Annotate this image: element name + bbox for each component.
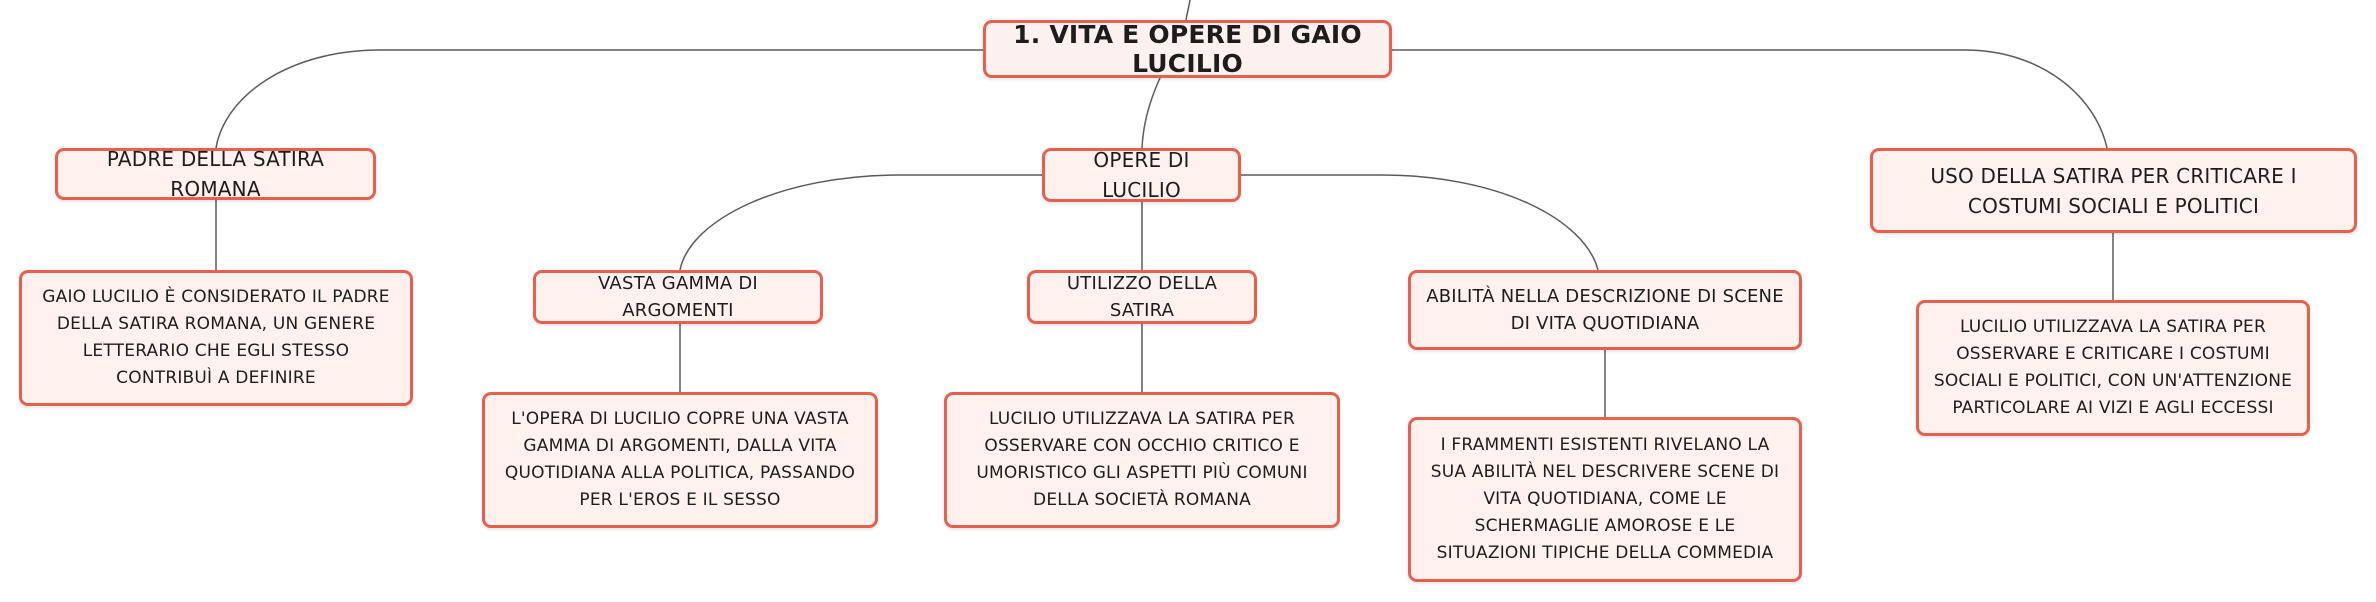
node-abilita-detail-text: I FRAMMENTI ESISTENTI RIVELANO LA SUA AB… xyxy=(1430,435,1780,563)
node-abilita-scene[interactable]: ABILITÀ NELLA DESCRIZIONE DI SCENE DI VI… xyxy=(1408,270,1802,350)
node-vasta-gamma-detail-text: L'OPERA DI LUCILIO COPRE UNA VASTA GAMMA… xyxy=(504,409,856,510)
connector-opere-abilita xyxy=(1241,174,1599,271)
root-node[interactable]: 1. VITA E OPERE DI GAIO LUCILIO xyxy=(983,20,1392,78)
node-abilita-label: ABILITÀ NELLA DESCRIZIONE DI SCENE DI VI… xyxy=(1426,286,1784,334)
connector-top-stub xyxy=(1185,0,1191,21)
node-uso-detail-text: LUCILIO UTILIZZAVA LA SATIRA PER OSSERVA… xyxy=(1933,317,2293,418)
connector-root-uso xyxy=(1392,49,2108,149)
node-utilizzo-detail[interactable]: LUCILIO UTILIZZAVA LA SATIRA PER OSSERVA… xyxy=(944,392,1340,528)
connector-root-opere xyxy=(1141,77,1161,149)
node-utilizzo-della-satira[interactable]: UTILIZZO DELLA SATIRA xyxy=(1027,270,1257,324)
node-vasta-gamma-detail[interactable]: L'OPERA DI LUCILIO COPRE UNA VASTA GAMMA… xyxy=(482,392,878,528)
connector-opere-argomenti xyxy=(679,174,1042,271)
node-padre-label: PADRE DELLA SATIRA ROMANA xyxy=(106,147,325,201)
node-vasta-gamma[interactable]: VASTA GAMMA DI ARGOMENTI xyxy=(533,270,823,324)
node-uso-label: USO DELLA SATIRA PER CRITICARE I COSTUMI… xyxy=(1930,163,2297,218)
node-opere-di-lucilio[interactable]: OPERE DI LUCILIO xyxy=(1042,148,1241,202)
connector-root-padre xyxy=(215,49,983,149)
root-node-label: 1. VITA E OPERE DI GAIO LUCILIO xyxy=(1013,20,1362,78)
node-padre-detail-text: GAIO LUCILIO È CONSIDERATO IL PADRE DELL… xyxy=(42,287,390,388)
node-uso-detail[interactable]: LUCILIO UTILIZZAVA LA SATIRA PER OSSERVA… xyxy=(1916,300,2310,436)
node-uso-della-satira[interactable]: USO DELLA SATIRA PER CRITICARE I COSTUMI… xyxy=(1870,148,2357,233)
node-opere-label: OPERE DI LUCILIO xyxy=(1093,148,1190,202)
node-padre-detail[interactable]: GAIO LUCILIO È CONSIDERATO IL PADRE DELL… xyxy=(19,270,413,406)
node-padre-della-satira[interactable]: PADRE DELLA SATIRA ROMANA xyxy=(55,147,376,201)
node-abilita-detail[interactable]: I FRAMMENTI ESISTENTI RIVELANO LA SUA AB… xyxy=(1408,417,1802,582)
node-vasta-gamma-label: VASTA GAMMA DI ARGOMENTI xyxy=(598,273,758,321)
node-utilizzo-detail-text: LUCILIO UTILIZZAVA LA SATIRA PER OSSERVA… xyxy=(976,409,1308,510)
node-utilizzo-label: UTILIZZO DELLA SATIRA xyxy=(1066,273,1218,321)
